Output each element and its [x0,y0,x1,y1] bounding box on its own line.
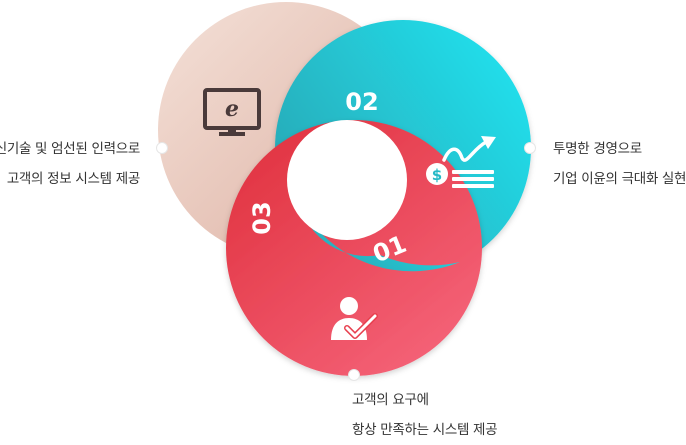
dot-bottom [348,369,360,381]
dot-right [524,142,536,154]
caption-02: 신기술 및 엄선된 인력으로 고객의 정보 시스템 제공 [0,134,140,194]
caption-03-line-1: 고객의 요구에 [352,392,429,408]
caption-01-line-1: 투명한 경영으로 [553,141,642,157]
venn-diagram: 02 01 03 e $ [156,2,536,381]
connector-dots [156,142,536,381]
number-02: 02 [345,88,378,116]
caption-01-line-2: 기업 이윤의 극대화 실현 [553,171,686,187]
dollar-growth-icon: $ [426,136,496,188]
dot-left [156,142,168,154]
svg-text:e: e [225,96,239,122]
caption-02-line-1: 신기술 및 엄선된 인력으로 [0,141,140,157]
user-check-icon [331,297,378,340]
svg-text:$: $ [432,166,442,184]
caption-03: 고객의 요구에 항상 만족하는 시스템 제공 [352,385,498,445]
monitor-e-icon: e [203,88,261,136]
caption-01: 투명한 경영으로 기업 이윤의 극대화 실현 [553,134,686,194]
caption-02-line-2: 고객의 정보 시스템 제공 [6,171,140,187]
caption-03-line-2: 항상 만족하는 시스템 제공 [352,422,498,438]
weave-overlap-01 [300,205,460,272]
center-hole [287,120,407,240]
number-03: 03 [248,201,276,234]
